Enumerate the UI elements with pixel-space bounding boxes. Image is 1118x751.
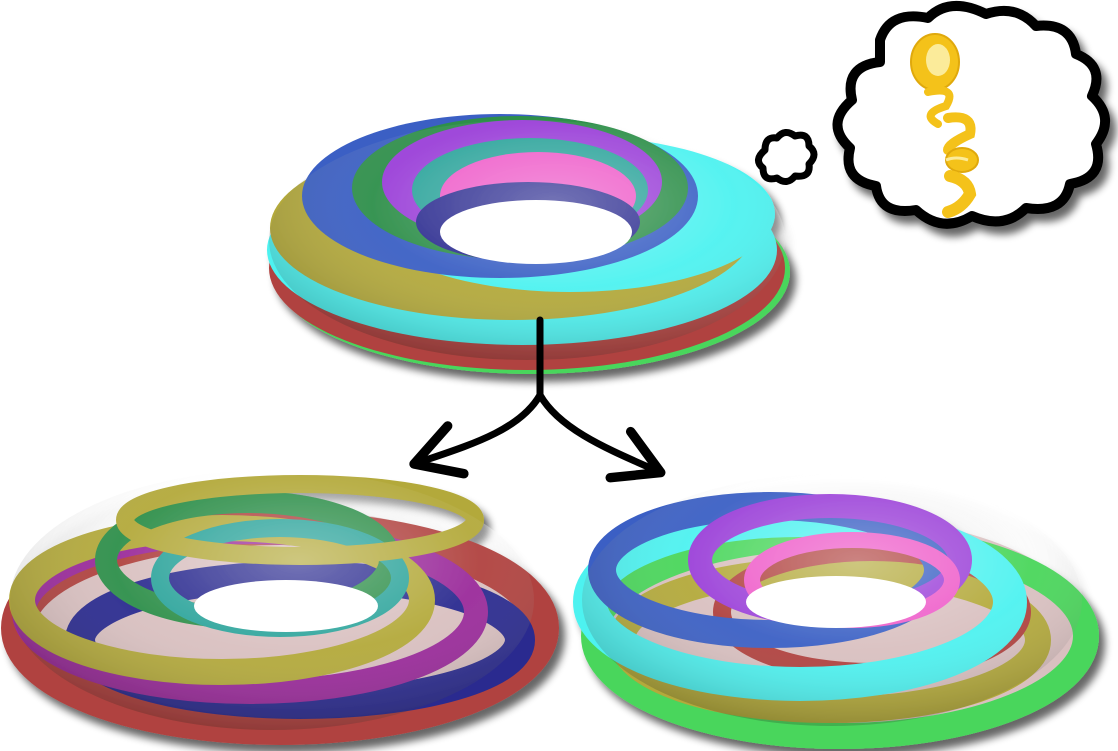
arrow-branch-left [420,395,540,462]
top-torus [267,114,790,374]
thought-bubble [758,6,1105,224]
bottom-left-torus [10,470,542,732]
arrow-branch-right [540,395,655,470]
bottom-right-torus [582,474,1086,736]
torus-shine [269,120,785,360]
small-bubble [758,132,814,181]
shine [582,474,1082,726]
shine [10,470,534,730]
